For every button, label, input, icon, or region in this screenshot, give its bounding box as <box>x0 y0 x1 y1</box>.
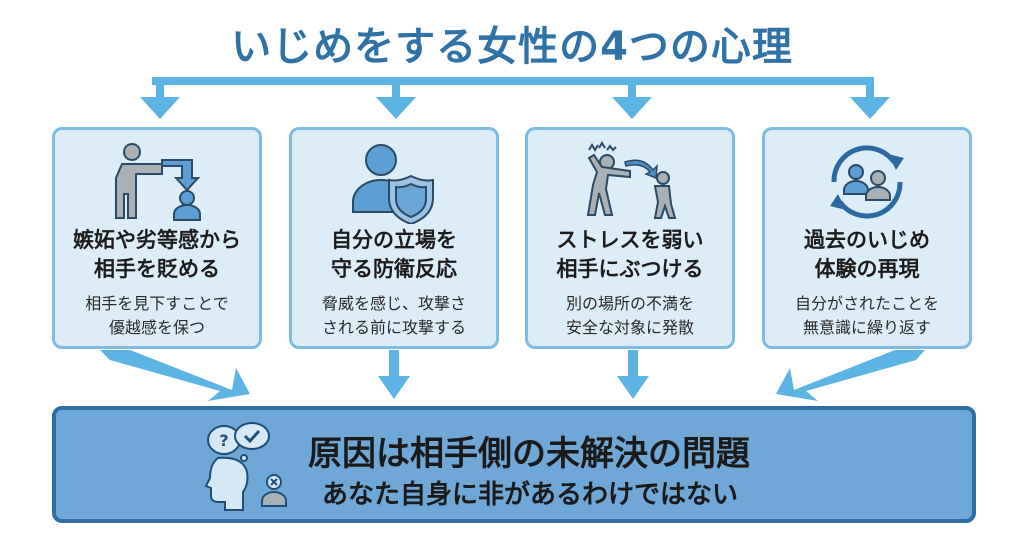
card-heading-line2: 相手にぶつける <box>556 257 704 281</box>
card-desc-line2: 無意識に繰り返す <box>802 318 931 337</box>
reason-card-1: 嫉妬や劣等感から 相手を貶める 相手を見下すことで 優越感を保つ <box>52 127 262 349</box>
arrow-stem-4 <box>866 77 874 99</box>
card-desc-line1: 相手を見下すことで <box>85 294 229 313</box>
card-heading-line2: 守る防衛反応 <box>331 257 457 281</box>
arrow-down-2-head <box>378 376 410 399</box>
card-heading-line1: 自分の立場を <box>331 228 457 252</box>
person-shield-icon <box>352 144 434 224</box>
arrow-head-2 <box>376 97 416 119</box>
arrow-head-3 <box>612 97 652 119</box>
card-desc-line1: 別の場所の不満を <box>565 294 694 313</box>
arrow-head-4 <box>850 97 890 119</box>
card-desc-line2: される前に攻撃する <box>321 318 466 337</box>
card-heading-line1: 過去のいじめ <box>804 228 930 252</box>
stress-displacement-icon <box>586 141 677 219</box>
arrow-stem-3 <box>628 77 636 99</box>
reason-card-4: 過去のいじめ 体験の再現 自分がされたことを 無意識に繰り返す <box>762 127 972 349</box>
arrow-stem-2 <box>392 77 400 99</box>
arrow-head-1 <box>140 97 180 119</box>
arrow-down-2-stem <box>389 350 399 378</box>
reason-card-2: 自分の立場を 守る防衛反応 脅威を感じ、攻撃さ される前に攻撃する <box>289 127 499 349</box>
pointing-down-at-person-icon <box>115 143 201 221</box>
arrow-stem-1 <box>156 77 164 99</box>
arrow-down-4 <box>776 350 925 401</box>
card-desc-line1: 自分がされたことを <box>794 294 939 313</box>
card-heading-line2: 体験の再現 <box>814 257 920 281</box>
reason-card-3: ストレスを弱い 相手にぶつける 別の場所の不満を 安全な対象に発散 <box>525 127 735 349</box>
repeating-cycle-icon <box>830 145 904 219</box>
conclusion-box: ? 原因は相手側の未解決の問題 あなた自身に非があるわけではない <box>52 406 976 523</box>
card-heading-line2: 相手を貶める <box>94 257 220 281</box>
arrow-down-3-stem <box>628 350 638 378</box>
top-distribution-bar <box>152 77 874 85</box>
arrow-down-3-head <box>617 376 649 399</box>
conclusion-sub-text: あなた自身に非があるわけではない <box>322 480 739 510</box>
card-desc-line1: 脅威を感じ、攻撃さ <box>321 294 466 313</box>
card-heading-line1: 嫉妬や劣等感から <box>73 228 241 252</box>
diagram-title: いじめをする女性の4つの心理 <box>231 24 793 70</box>
card-heading-line1: ストレスを弱い <box>556 228 704 252</box>
card-desc-line2: 安全な対象に発散 <box>565 318 694 337</box>
conclusion-main-text: 原因は相手側の未解決の問題 <box>308 434 750 474</box>
thinking-head-icon: ? <box>204 422 287 511</box>
svg-text:?: ? <box>219 431 228 450</box>
arrow-down-1 <box>100 350 250 401</box>
card-desc-line2: 優越感を保つ <box>108 318 205 337</box>
